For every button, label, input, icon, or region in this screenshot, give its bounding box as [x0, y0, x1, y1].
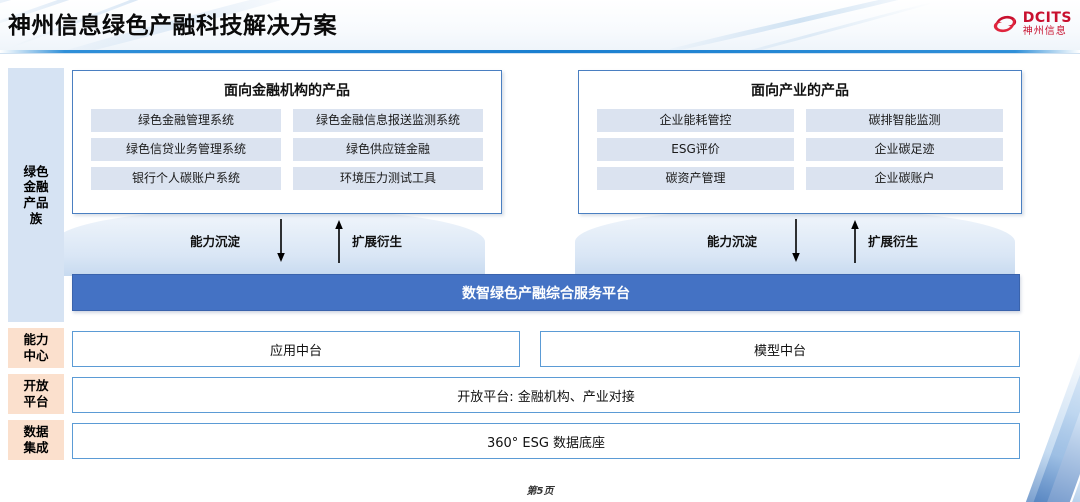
panel-industry-products: 面向产业的产品 企业能耗管控 碳排智能监测 ESG评价 企业碳足迹 碳资产管理 … [578, 70, 1022, 214]
layer-label-open-platform: 开放平台: 金融机构、产业对接 [457, 389, 635, 405]
arrow-up-icon-right [849, 219, 861, 263]
flow-label-expansion-derivation-right: 扩展衍生 [868, 234, 919, 249]
product-chip[interactable]: 碳资产管理 [597, 167, 794, 190]
sidebar-item-open-platform[interactable]: 开放 平台 [8, 374, 64, 414]
sidebar-label-data: 数据 集成 [23, 424, 49, 455]
header-divider-shadow [0, 53, 1080, 54]
page-title: 神州信息绿色产融科技解决方案 [8, 13, 337, 39]
sidebar-label-ability: 能力 中心 [23, 332, 49, 363]
layer-box-data-foundation[interactable]: 360° ESG 数据底座 [72, 423, 1020, 459]
product-chip[interactable]: 企业碳账户 [806, 167, 1003, 190]
product-chip[interactable]: 企业碳足迹 [806, 138, 1003, 161]
platform-bar-label: 数智绿色产融综合服务平台 [462, 285, 630, 302]
product-chip[interactable]: 绿色供应链金融 [293, 138, 483, 161]
header-swoosh-right-decoration [670, 0, 930, 52]
product-chip-grid-industry: 企业能耗管控 碳排智能监测 ESG评价 企业碳足迹 碳资产管理 企业碳账户 [579, 100, 1021, 190]
flow-label-capability-precipitation-right: 能力沉淀 [707, 234, 758, 249]
page-number-footer: 第5页 [526, 486, 554, 497]
product-chip[interactable]: 银行个人碳账户系统 [91, 167, 281, 190]
product-chip-grid-financial: 绿色金融管理系统 绿色金融信息报送监测系统 绿色信贷业务管理系统 绿色供应链金融… [73, 100, 501, 190]
flow-label-capability-precipitation-left: 能力沉淀 [190, 234, 241, 249]
sidebar-item-ability-center[interactable]: 能力 中心 [8, 328, 64, 368]
slide-header [0, 0, 1080, 52]
layer-label-data-foundation: 360° ESG 数据底座 [486, 435, 606, 451]
arrow-down-icon-right [790, 219, 802, 263]
platform-bar-integrated-service[interactable]: 数智绿色产融综合服务平台 [72, 274, 1020, 311]
product-chip[interactable]: 绿色信贷业务管理系统 [91, 138, 281, 161]
layer-box-model-middle-platform[interactable]: 模型中台 [540, 331, 1020, 367]
panel-title-industry: 面向产业的产品 [751, 83, 849, 99]
product-chip[interactable]: 绿色金融管理系统 [91, 109, 281, 132]
arrow-down-icon-left [275, 219, 287, 263]
sidebar-item-green-finance-products[interactable]: 绿色 金融 产品 族 [8, 68, 64, 322]
brand-logo: DCITS 神州信息 [992, 9, 1072, 39]
product-chip[interactable]: 企业能耗管控 [597, 109, 794, 132]
product-chip[interactable]: 环境压力测试工具 [293, 167, 483, 190]
sidebar-label-open: 开放 平台 [23, 378, 49, 409]
flow-label-expansion-derivation-left: 扩展衍生 [352, 234, 403, 249]
product-chip[interactable]: 碳排智能监测 [806, 109, 1003, 132]
capability-arc-left-decoration [55, 208, 485, 276]
sidebar-label-products: 绿色 金融 产品 族 [23, 163, 49, 226]
dcits-swirl-icon [992, 13, 1018, 35]
sidebar-item-data-integration[interactable]: 数据 集成 [8, 420, 64, 460]
header-divider-rule [0, 50, 1080, 53]
panel-title-financial: 面向金融机构的产品 [224, 83, 350, 99]
layer-box-open-platform[interactable]: 开放平台: 金融机构、产业对接 [72, 377, 1020, 413]
layer-label-app-middle-platform: 应用中台 [269, 343, 322, 359]
product-chip[interactable]: 绿色金融信息报送监测系统 [293, 109, 483, 132]
panel-financial-institution-products: 面向金融机构的产品 绿色金融管理系统 绿色金融信息报送监测系统 绿色信贷业务管理… [72, 70, 502, 214]
logo-cn-text: 神州信息 [1022, 26, 1067, 37]
layer-box-app-middle-platform[interactable]: 应用中台 [72, 331, 520, 367]
logo-wordmark: DCITS 神州信息 [1023, 11, 1072, 37]
logo-en-text: DCITS [1022, 10, 1072, 26]
arrow-up-icon-left [333, 219, 345, 263]
layer-label-model-middle-platform: 模型中台 [753, 343, 806, 359]
product-chip[interactable]: ESG评价 [597, 138, 794, 161]
